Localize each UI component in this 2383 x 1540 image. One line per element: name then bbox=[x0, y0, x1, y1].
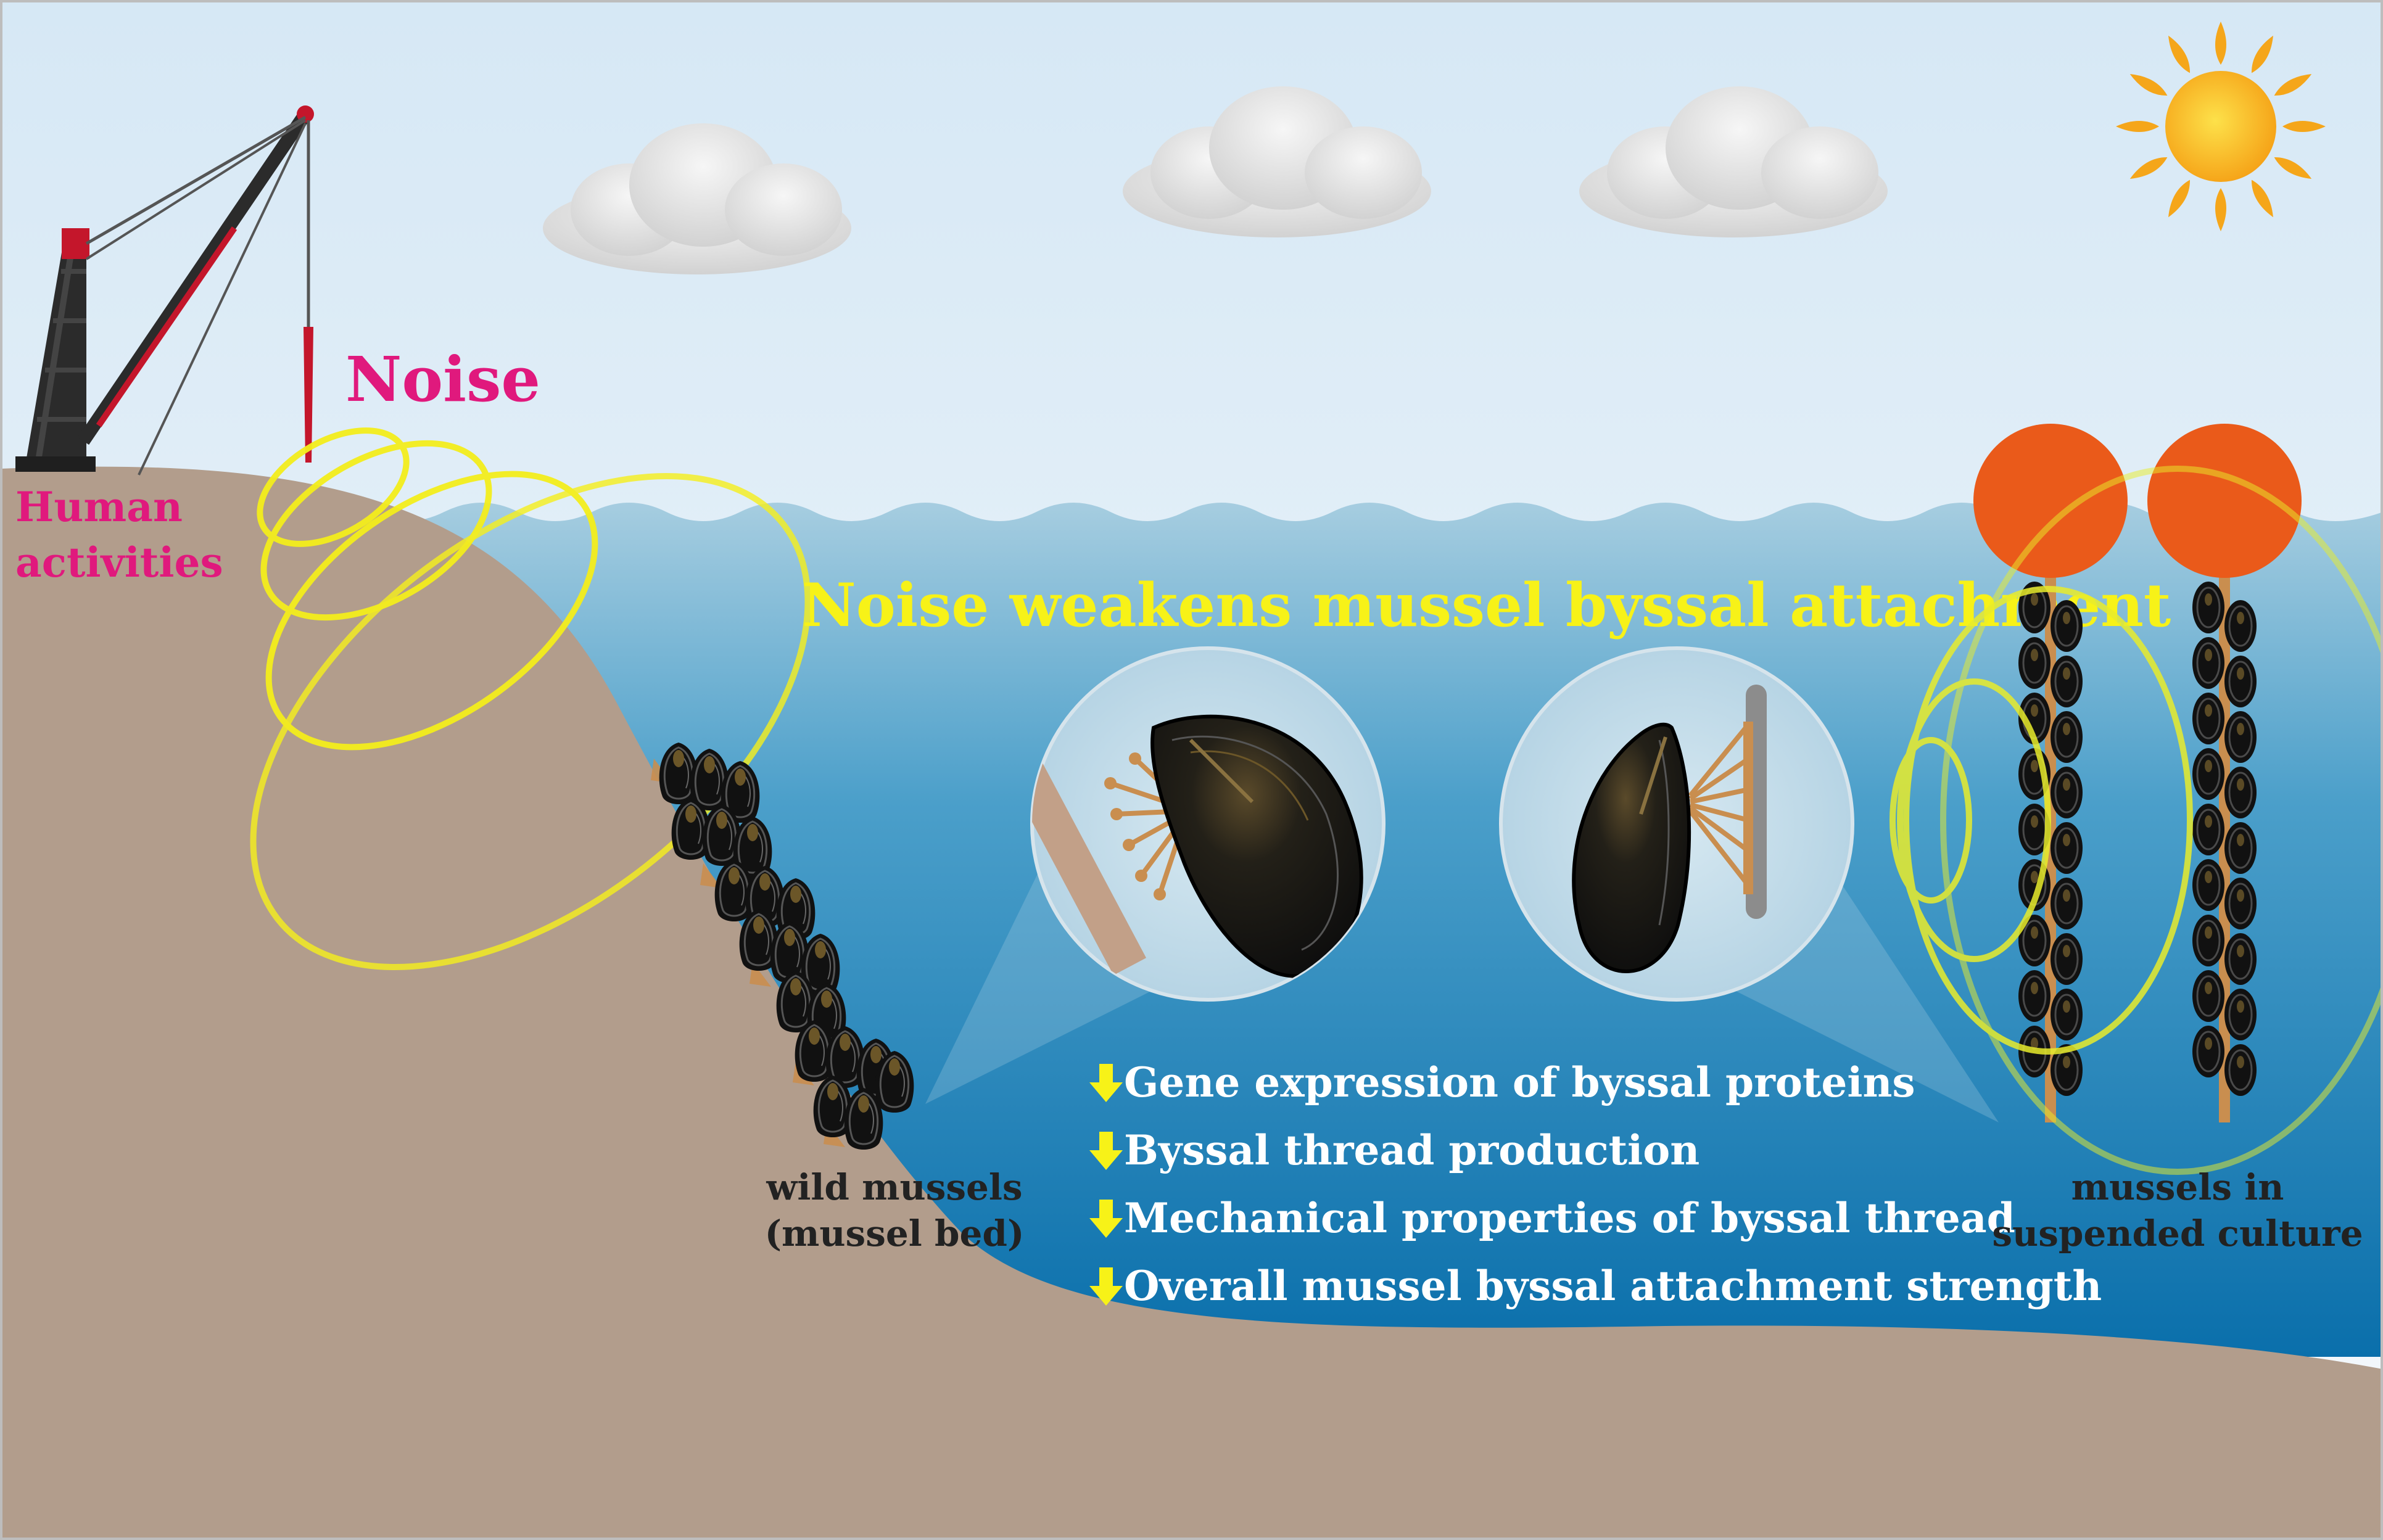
cloud-icon bbox=[1579, 86, 1888, 237]
wild-mussels-label-line2: (mussel bed) bbox=[765, 1213, 1025, 1254]
effect-item: Byssal thread production bbox=[1089, 1126, 1699, 1174]
effect-text: Overall mussel byssal attachment strengt… bbox=[1124, 1262, 2102, 1310]
effect-item: Mechanical properties of byssal thread bbox=[1089, 1194, 2015, 1242]
effect-item: Overall mussel byssal attachment strengt… bbox=[1089, 1262, 2102, 1310]
effect-text: Mechanical properties of byssal thread bbox=[1124, 1194, 2015, 1242]
wild-mussel-bed bbox=[651, 741, 915, 1151]
crane-icon bbox=[15, 105, 314, 476]
suspended-culture bbox=[1973, 424, 2302, 1122]
cloud-icon bbox=[543, 123, 851, 274]
effect-item: Gene expression of byssal proteins bbox=[1089, 1058, 1915, 1106]
effects-list: Gene expression of byssal proteins Byssa… bbox=[1089, 1058, 2102, 1310]
sun-icon bbox=[2116, 22, 2326, 231]
noise-waves bbox=[250, 427, 811, 970]
down-arrow-icon bbox=[1089, 1132, 1123, 1170]
human-activities-label-line1: Human bbox=[15, 483, 183, 531]
buoy-icon bbox=[1973, 424, 2128, 578]
suspended-label-line1: mussels in bbox=[2071, 1166, 2284, 1208]
noise-waves-culture bbox=[1889, 466, 2383, 1175]
effect-text: Byssal thread production bbox=[1124, 1126, 1699, 1174]
magnified-lens-suspended bbox=[1499, 646, 1854, 1002]
buoy-icon bbox=[2147, 424, 2302, 578]
noise-label: Noise bbox=[345, 343, 540, 416]
cloud-icon bbox=[1123, 86, 1431, 237]
headline: Noise weakens mussel byssal attachment bbox=[802, 570, 2171, 640]
down-arrow-icon bbox=[1089, 1267, 1123, 1306]
down-arrow-icon bbox=[1089, 1200, 1123, 1238]
down-arrow-icon bbox=[1089, 1064, 1123, 1102]
effect-text: Gene expression of byssal proteins bbox=[1124, 1058, 1915, 1106]
suspended-label-line2: suspended culture bbox=[1992, 1213, 2363, 1254]
seabed bbox=[0, 466, 2383, 1540]
human-activities-label-line2: activities bbox=[15, 538, 223, 587]
wild-mussels-label-line1: wild mussels bbox=[766, 1166, 1022, 1208]
magnified-lens-wild bbox=[1030, 646, 1386, 1002]
